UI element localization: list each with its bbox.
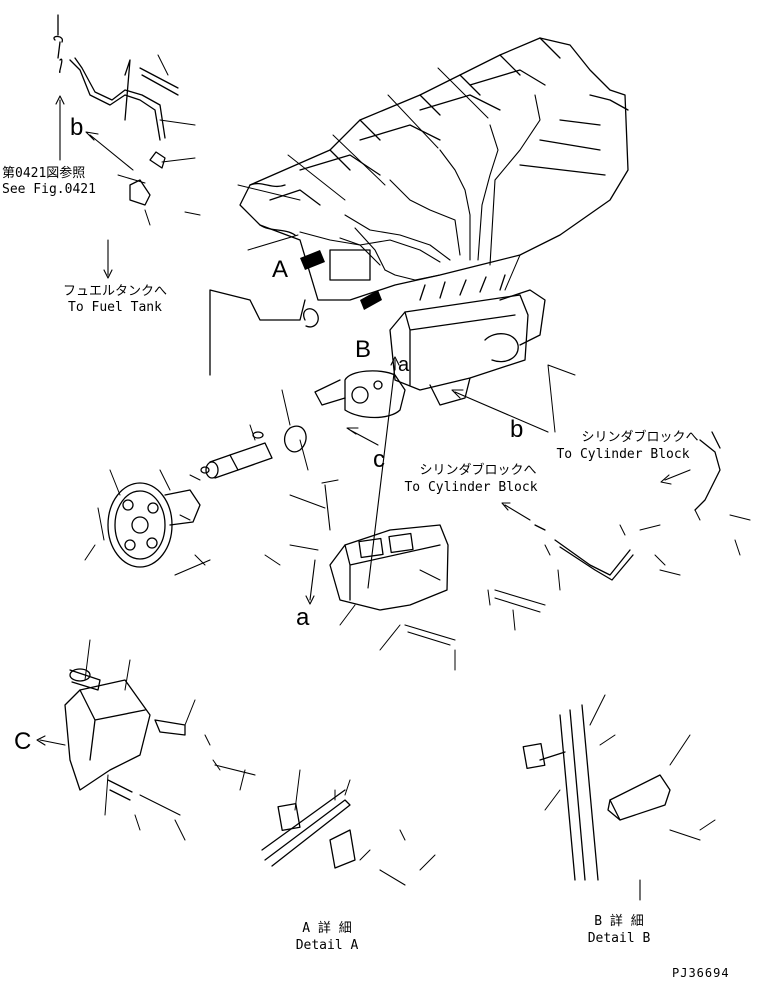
- bolts: [139, 211, 751, 901]
- drawing-number: PJ36694: [672, 966, 730, 980]
- drive-shaft: [200, 425, 307, 479]
- cylinder-block-right-label-en: To Cylinder Block: [556, 447, 690, 462]
- callout-b-upper: b: [70, 114, 84, 141]
- callout-b-right: b: [510, 416, 524, 443]
- see-fig-ref-jp: 第0421図参照: [2, 166, 86, 181]
- cylinder-block-mid-label-jp: シリンダブロックへ: [419, 463, 537, 478]
- callout-A: A: [272, 256, 289, 283]
- detail-a-title-jp: A 詳 細: [302, 921, 352, 936]
- callout-c: c: [373, 446, 385, 473]
- pipe-to-cylinder-block: [534, 431, 721, 581]
- direction-arrows: [36, 95, 691, 746]
- engine-block: [209, 37, 629, 376]
- detail-c-cover: [64, 668, 186, 801]
- callout-arrows: [300, 250, 382, 310]
- cylinder-block-right-label-jp: シリンダブロックへ: [581, 430, 699, 445]
- fuel-tank-label-jp: フュエルタンクへ: [62, 284, 167, 299]
- detail-b-bracket: [522, 704, 671, 881]
- detail-b-title-jp: B 詳 細: [594, 914, 644, 929]
- drive-gear: [107, 482, 201, 568]
- fuel-return-line: [53, 14, 179, 206]
- detail-a-clamp: [261, 789, 356, 869]
- callout-a-lower: a: [296, 604, 310, 631]
- callout-B: B: [355, 336, 372, 363]
- injection-lines: [299, 94, 541, 281]
- pump-bracket: [329, 524, 449, 611]
- detail-b-title-en: Detail B: [587, 931, 651, 946]
- callout-C: C: [14, 728, 32, 755]
- fuel-tank-label-en: To Fuel Tank: [68, 300, 162, 315]
- detail-a-title-en: Detail A: [295, 938, 359, 953]
- cylinder-block-mid-label-en: To Cylinder Block: [404, 480, 538, 495]
- see-fig-ref-en: See Fig.0421: [2, 182, 96, 197]
- injection-pump: [314, 274, 546, 419]
- callout-a-upper: a: [398, 354, 410, 376]
- leader-lines: [84, 54, 741, 871]
